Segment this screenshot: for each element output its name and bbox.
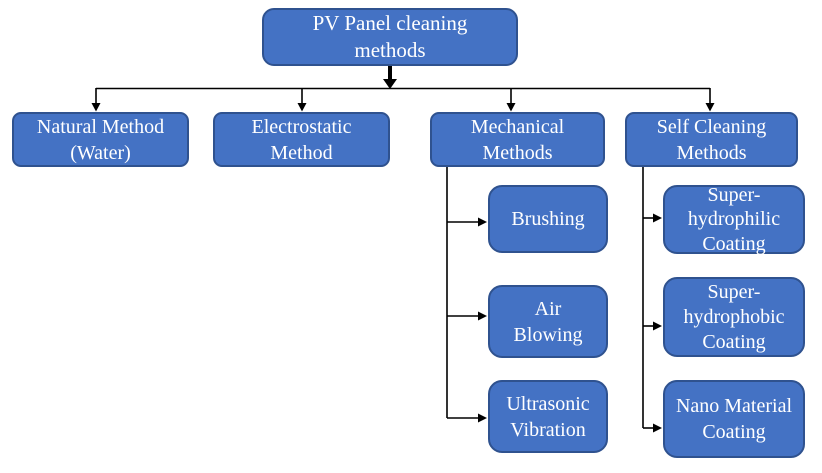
node-mechanical-methods: Mechanical Methods	[430, 112, 605, 167]
node-nano-material-coating: Nano Material Coating	[663, 380, 805, 458]
connector-bus-to-natural	[91, 88, 101, 112]
connector-selfcleaning-to-hydrophilic	[643, 213, 662, 223]
connector-mechanical-to-airblowing	[447, 311, 487, 321]
connector-mechanical-to-brushing	[447, 217, 487, 227]
connector-bus-to-electrostatic	[297, 88, 307, 112]
node-brushing: Brushing	[488, 185, 608, 253]
node-ultrasonic-vibration: Ultrasonic Vibration	[488, 380, 608, 453]
connector-selfcleaning-to-hydrophobic	[643, 321, 662, 331]
node-electrostatic-method: Electrostatic Method	[213, 112, 390, 167]
connector-bus-to-selfcleaning	[705, 88, 715, 112]
node-self-cleaning-methods: Self Cleaning Methods	[625, 112, 798, 167]
node-super-hydrophilic-coating: Super- hydrophilic Coating	[663, 184, 805, 255]
node-pv-panel-cleaning-methods: PV Panel cleaning methods	[262, 8, 518, 66]
arrowhead-root	[383, 79, 397, 89]
connector-root-to-bus	[383, 66, 397, 89]
connector-bus-to-mechanical	[506, 88, 516, 112]
node-air-blowing: Air Blowing	[488, 285, 608, 358]
connector-mechanical-to-ultrasonic	[447, 413, 487, 423]
node-natural-method-water: Natural Method (Water)	[12, 112, 189, 167]
node-super-hydrophobic-coating: Super- hydrophobic Coating	[663, 277, 805, 357]
connector-selfcleaning-to-nano	[643, 423, 662, 433]
